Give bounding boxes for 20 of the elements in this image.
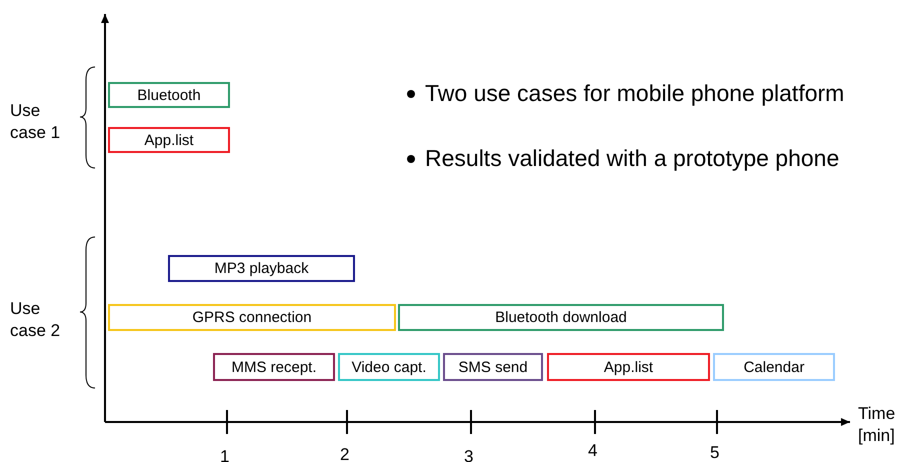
task-bar: GPRS connection (108, 304, 396, 331)
task-bar: App.list (547, 353, 710, 381)
tick-label: 2 (340, 444, 350, 462)
tick-label: 4 (588, 440, 598, 462)
bullet-text: Two use cases for mobile phone platform (425, 80, 845, 107)
task-bar: SMS send (443, 353, 543, 381)
task-bar: Bluetooth download (398, 304, 724, 331)
task-bar: Calendar (713, 353, 835, 381)
tick-label: 5 (710, 442, 720, 462)
axis-title: Time [min] (858, 403, 896, 447)
task-bar: MMS recept. (213, 353, 335, 381)
task-bar: Bluetooth (108, 82, 230, 108)
tick-label: 3 (464, 446, 474, 462)
task-bar: Video capt. (338, 353, 440, 381)
task-bar: MP3 playback (168, 255, 355, 282)
group-label: Use case 1 (10, 100, 62, 144)
bullet-text: Results validated with a prototype phone (425, 145, 840, 172)
group-label: Use case 2 (10, 298, 62, 342)
tick-label: 1 (220, 446, 230, 462)
task-bar: App.list (108, 127, 230, 153)
